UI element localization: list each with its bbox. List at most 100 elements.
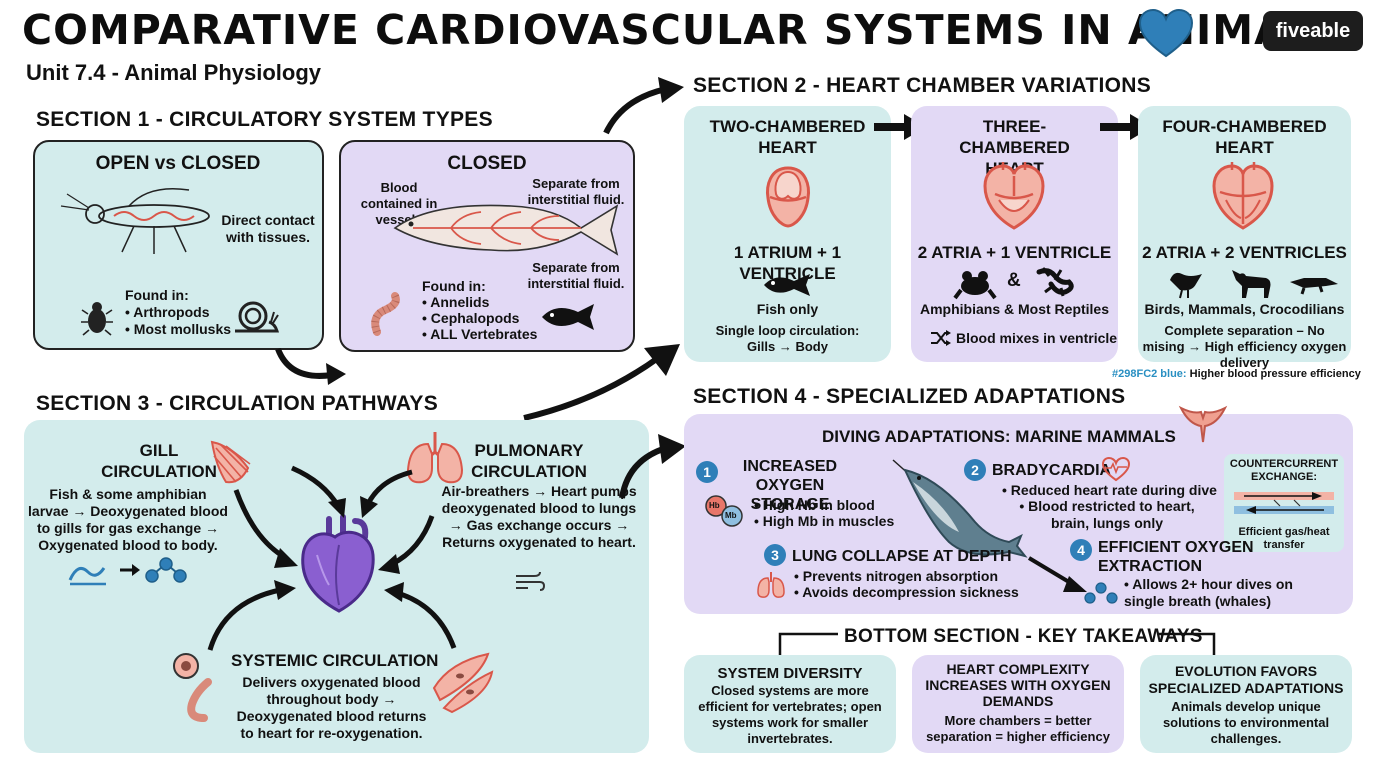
four-chambered-card: FOUR-CHAMBERED HEART 2 ATRIA + 2 VENTRIC… — [1138, 106, 1351, 370]
worm-icon — [371, 292, 400, 336]
item-title: BRADYCARDIA — [992, 462, 1112, 479]
section4-heading: SECTION 4 - SPECIALIZED ADAPTATIONS — [693, 385, 1126, 408]
item-title: INCREASED OXYGEN STORAGE — [742, 458, 838, 513]
countercurrent-box: COUNTERCURRENT EXCHANGE: Efficient gas/h… — [1224, 454, 1344, 552]
gill-title: GILL CIRCULATION — [101, 441, 217, 481]
arrow-icon — [619, 434, 686, 499]
water-to-molecule-icon — [68, 557, 187, 586]
bottom-heading: BOTTOM SECTION - KEY TAKEAWAYS — [844, 626, 1203, 647]
number-badge: 3 — [764, 544, 786, 566]
muscle-cells-icon — [432, 652, 494, 714]
open-found-item: • Most mollusks — [125, 321, 232, 337]
fish-vessels-icon — [393, 204, 619, 256]
closed-found-item: • Cephalopods — [422, 310, 520, 326]
page-title: COMPARATIVE CARDIOVASCULAR SYSTEMS IN AN… — [22, 6, 1345, 54]
card-title: FOUR-CHAMBERED HEART — [1162, 117, 1327, 157]
gill-text: Fish & some amphibian larvae → Deoxygena… — [28, 486, 228, 553]
open-note: Direct contact with tissues. — [221, 212, 315, 245]
diving-title: DIVING ADAPTATIONS: MARINE MAMMALS — [822, 427, 1176, 446]
insect-icon — [60, 187, 210, 254]
oxygen-molecule-icon — [1084, 582, 1118, 604]
blood-cells-worm-icon — [173, 653, 212, 722]
section2-heading: SECTION 2 - HEART CHAMBER VARIATIONS — [693, 74, 1152, 97]
systemic-title: SYSTEMIC CIRCULATION — [231, 651, 439, 670]
gill-icon — [210, 440, 251, 484]
closed-note-left: Blood contained in vessels — [360, 180, 438, 227]
closed-found-item: • ALL Vertebrates — [422, 326, 538, 342]
amp-symbol: & — [1007, 270, 1021, 291]
heart-rate-icon — [1101, 456, 1131, 482]
heart-four-chamber-icon — [1212, 162, 1274, 230]
chamber-count: 2 ATRIA + 2 VENTRICLES — [1142, 243, 1347, 262]
arrow-icon — [275, 347, 346, 385]
number-badge: 1 — [696, 461, 718, 483]
open-system-box: OPEN vs CLOSED Direct contact with tissu… — [33, 140, 324, 350]
circulation-pathways-panel: GILL CIRCULATION Fish & some amphibian l… — [24, 420, 649, 753]
item-line: • Blood restricted to heart, brain, lung… — [1019, 498, 1195, 531]
systemic-text: Delivers oxygenated blood throughout bod… — [236, 674, 427, 741]
pulmonary-title: PULMONARY CIRCULATION — [471, 441, 587, 481]
countercurrent-flow-icon — [1234, 492, 1334, 514]
heart-three-chamber-icon — [983, 162, 1045, 230]
mb-label: Mb — [725, 511, 737, 520]
chamber-count: 2 ATRIA + 1 VENTRICLE — [917, 243, 1112, 262]
item-title: LUNG COLLAPSE AT DEPTH — [792, 548, 1012, 565]
snail-icon — [235, 301, 279, 333]
heart-icon — [1138, 8, 1194, 58]
countercurrent-text: Efficient gas/heat transfer — [1238, 526, 1330, 551]
animal-list: Amphibians & Most Reptiles — [919, 301, 1110, 317]
lizard-icon — [1036, 267, 1074, 297]
fish-icon — [764, 274, 810, 296]
closed-system-box: CLOSED Blood contained in vessels Separa… — [339, 140, 635, 352]
color-footnote: #298FC2 blue: Higher blood pressure effi… — [1112, 368, 1361, 380]
heart-anatomical-icon — [301, 514, 375, 613]
section3-heading: SECTION 3 - CIRCULATION PATHWAYS — [36, 392, 439, 415]
section1-heading: SECTION 1 - CIRCULATORY SYSTEM TYPES — [36, 108, 493, 131]
bird-icon — [1170, 272, 1202, 299]
two-chambered-card: TWO-CHAMBERED HEART 1 ATRIUM + 1 VENTRIC… — [684, 106, 891, 362]
takeaway-text: More chambers = better separation = high… — [926, 713, 1110, 744]
item-title: EFFICIENT OXYGEN EXTRACTION — [1098, 539, 1254, 575]
item-line: • Prevents nitrogen absorption — [794, 568, 999, 584]
hb-mb-molecule-icon — [705, 495, 743, 527]
crocodile-icon — [1290, 278, 1338, 295]
takeaway-card: SYSTEM DIVERSITY Closed systems are more… — [684, 655, 896, 753]
frog-icon — [953, 271, 997, 300]
arrow-icon — [603, 77, 684, 135]
takeaway-title: EVOLUTION FAVORS SPECIALIZED ADAPTATIONS — [1148, 663, 1344, 696]
takeaway-title: HEART COMPLEXITY INCREASES WITH OXYGEN D… — [925, 661, 1111, 709]
number-badge: 4 — [1070, 539, 1092, 561]
beetle-icon — [81, 302, 113, 336]
item-line: • Avoids decompression sickness — [794, 584, 1019, 600]
footnote-text: Higher blood pressure efficiency — [1189, 368, 1361, 380]
card-title: THREE-CHAMBERED HEART — [959, 117, 1070, 178]
closed-found-item: • Annelids — [422, 294, 490, 310]
animal-list: Birds, Mammals, Crocodilians — [1144, 301, 1345, 317]
chamber-count: 1 ATRIUM + 1 VENTRICLE — [733, 243, 842, 283]
bracket-line — [778, 632, 1216, 656]
card-note: Blood mixes in ventricle — [956, 330, 1118, 346]
closed-note-top: Separate from interstitial fluid. — [527, 176, 625, 207]
item-line: • Reduced heart rate during dive — [1002, 482, 1217, 498]
dog-icon — [1232, 270, 1271, 298]
open-title: OPEN vs CLOSED — [95, 153, 261, 174]
item-line: • Allows 2+ hour dives on single breath … — [1124, 576, 1293, 609]
takeaway-card: HEART COMPLEXITY INCREASES WITH OXYGEN D… — [912, 655, 1124, 753]
takeaway-title: SYSTEM DIVERSITY — [717, 665, 863, 682]
heart-two-chamber-icon — [766, 166, 810, 228]
card-title: TWO-CHAMBERED HEART — [709, 117, 866, 157]
pulmonary-text: Air-breathers → Heart pumps deoxygenated… — [441, 483, 637, 550]
card-note: Single loop circulation: Gills → Body — [715, 323, 860, 354]
countercurrent-title: COUNTERCURRENT EXCHANGE: — [1229, 458, 1339, 483]
shuffle-icon — [931, 330, 951, 346]
item-line: • High Hb in blood — [754, 497, 875, 513]
closed-note-bottom: Separate from interstitial fluid. — [527, 260, 625, 291]
lungs-icon — [757, 572, 785, 598]
page-subtitle: Unit 7.4 - Animal Physiology — [26, 60, 322, 85]
open-found-item: • Arthropods — [125, 304, 210, 320]
pathway-arrows — [207, 465, 457, 651]
takeaway-text: Animals develop unique solutions to envi… — [1162, 699, 1330, 746]
arrow-icon — [523, 344, 680, 421]
whale-icon — [892, 459, 1087, 592]
whale-tail-icon — [1178, 405, 1228, 443]
